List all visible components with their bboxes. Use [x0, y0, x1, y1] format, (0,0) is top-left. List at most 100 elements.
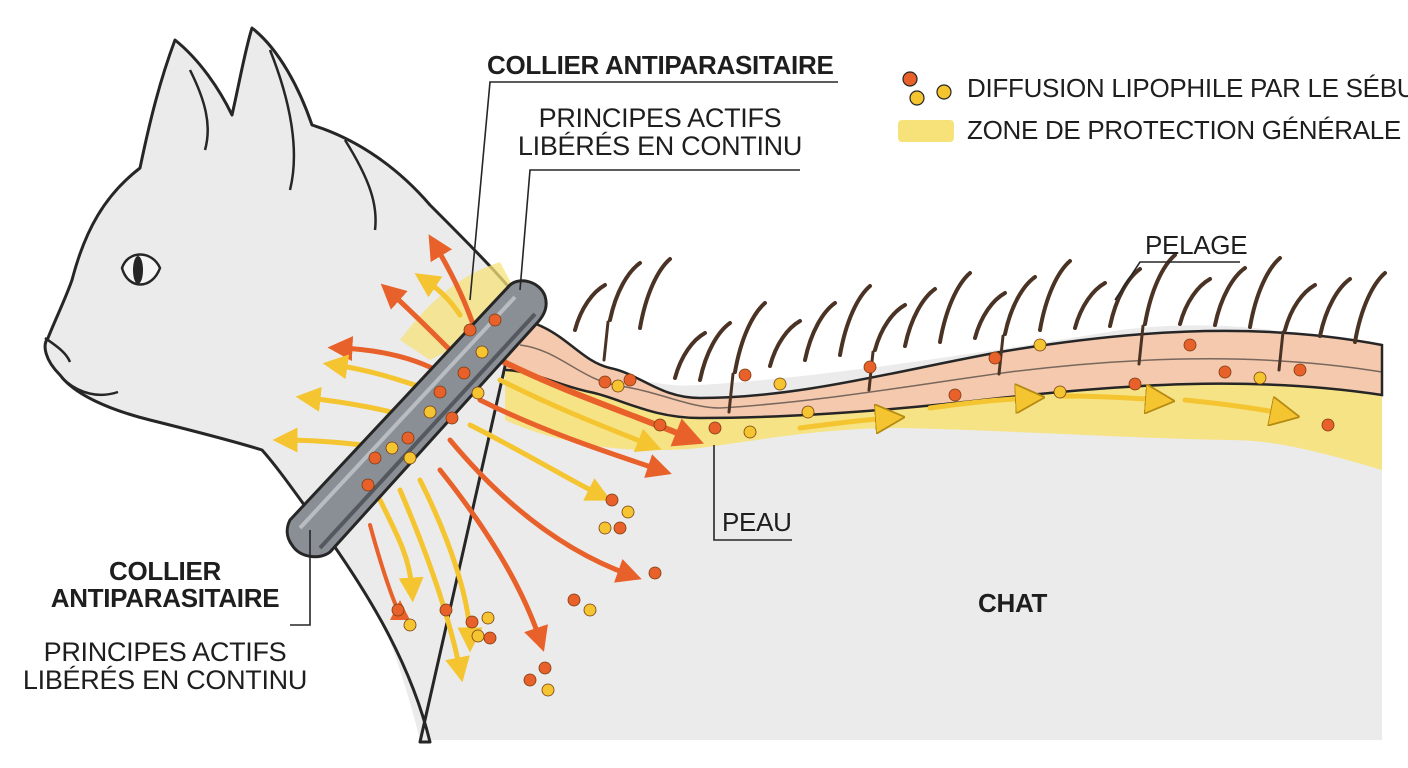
flow-arrow — [1182, 400, 1285, 414]
cat-pupil — [133, 256, 143, 284]
cat-nose — [44, 336, 72, 363]
sebum-particle — [623, 373, 637, 387]
peau-label: PEAU — [722, 507, 792, 537]
sebum-particle — [1321, 418, 1335, 432]
sebum-particle — [361, 478, 375, 492]
collar-left-title-line1: COLLIER — [108, 556, 221, 586]
diffusion-arrow — [497, 377, 662, 452]
collar-left-desc-line2: LIBÉRÉS EN CONTINU — [22, 665, 308, 696]
sebum-particle — [445, 411, 459, 425]
diffusion-arrow — [437, 467, 548, 652]
sebum-particle — [948, 388, 962, 402]
leader-lines — [290, 81, 1240, 626]
diffusion-arrow — [397, 487, 470, 683]
pelage-label: PELAGE — [1145, 230, 1248, 260]
hair-strand — [1108, 267, 1142, 328]
collar-left-desc: PRINCIPES ACTIFS LIBÉRÉS EN CONTINU — [20, 638, 310, 695]
hair-strand — [573, 283, 607, 332]
diffusion-arrow — [414, 273, 463, 318]
sebum-particle — [483, 631, 497, 645]
diffusion-arrow — [377, 497, 424, 603]
sebum-particle — [653, 418, 667, 432]
sebum-particle — [541, 683, 555, 697]
particles-icon-b — [909, 90, 925, 106]
hair-root — [997, 334, 1005, 376]
legend-icons — [898, 71, 954, 142]
hair-strand — [608, 261, 642, 322]
sebum-particle — [773, 377, 787, 391]
collar-left-desc-line1: PRINCIPES ACTIFS — [43, 637, 287, 667]
hair-strand — [638, 257, 672, 330]
diffusion-arrow — [477, 397, 672, 478]
hair-strand — [873, 303, 907, 352]
sebum-particle — [457, 366, 471, 380]
hair-strand — [1318, 277, 1352, 338]
cat-inner-ear — [268, 49, 296, 191]
sebum-particle — [583, 603, 597, 617]
cat-head — [43, 26, 522, 744]
leader-peau — [713, 445, 792, 541]
sebum-particle — [523, 673, 537, 687]
particles-icon-c — [936, 84, 952, 100]
hair-strand — [973, 291, 1007, 340]
sebum-particle — [488, 313, 502, 327]
hair-strand — [673, 331, 707, 380]
sebum-particle — [738, 368, 752, 382]
yellow-swatch-icon — [898, 120, 954, 142]
sebum-particle — [439, 603, 453, 617]
sebum-particle — [1293, 363, 1307, 377]
sebum-particle — [368, 451, 382, 465]
flow-arrow — [1057, 396, 1160, 400]
sebum-particle — [648, 566, 662, 580]
cat-cheek — [343, 139, 377, 231]
hair-root — [727, 372, 735, 414]
sebum-particle — [598, 375, 612, 389]
legend-item-protection-zone: ZONE DE PROTECTION GÉNÉRALE — [967, 115, 1401, 145]
sebum-particle — [481, 611, 495, 625]
sebum-particle — [1128, 377, 1142, 391]
sebum-particle — [465, 615, 479, 629]
leader-collar-top-desc — [519, 169, 800, 291]
sebum-particle — [391, 603, 405, 617]
sebum-particle — [598, 521, 612, 535]
sebum-particles — [361, 313, 1335, 697]
fur-hairs — [573, 253, 1387, 414]
leader-pelage — [1114, 261, 1240, 301]
back-flow-arrows — [797, 396, 1285, 428]
particles-icon — [902, 71, 918, 87]
diffusion-arrow — [467, 422, 612, 501]
collar-top-desc-line1: PRINCIPES ACTIFS — [538, 103, 782, 133]
sebum-particle — [475, 345, 489, 359]
hair-strand — [1143, 253, 1177, 326]
collar-top-desc: PRINCIPES ACTIFS LIBÉRÉS EN CONTINU — [500, 104, 820, 161]
sebum-particle — [403, 451, 417, 465]
hair-strand — [1178, 277, 1212, 326]
cat-mouth — [61, 377, 119, 396]
hair-strand — [838, 284, 872, 357]
hair-strand — [1003, 275, 1037, 336]
sebum-particle — [613, 521, 627, 535]
sebum-particle — [433, 385, 447, 399]
collar-left-title: COLLIER ANTIPARASITAIRE — [40, 556, 290, 614]
collar-top-desc-line2: LIBÉRÉS EN CONTINU — [517, 131, 803, 162]
sebum-particle — [403, 618, 417, 632]
sebum-particle — [538, 661, 552, 675]
sebum-particle — [611, 379, 625, 393]
skin-layer — [503, 316, 1384, 420]
chat-label: CHAT — [978, 588, 1048, 618]
sebum-particle — [423, 405, 437, 419]
hair-strand — [803, 301, 837, 362]
sebum-particle — [605, 493, 619, 507]
sebum-particle — [471, 386, 485, 400]
collar-left-title-line2: ANTIPARASITAIRE — [50, 583, 280, 614]
sebum-particle — [401, 431, 415, 445]
sebum-particle — [385, 441, 399, 455]
hair-strand — [1073, 281, 1107, 330]
sebum-particle — [1183, 338, 1197, 352]
flow-arrow — [927, 398, 1030, 408]
hair-strand — [1213, 266, 1247, 327]
hair-strand — [938, 271, 972, 344]
hair-strand — [903, 287, 937, 348]
cat-inner-ear-2 — [188, 69, 209, 151]
